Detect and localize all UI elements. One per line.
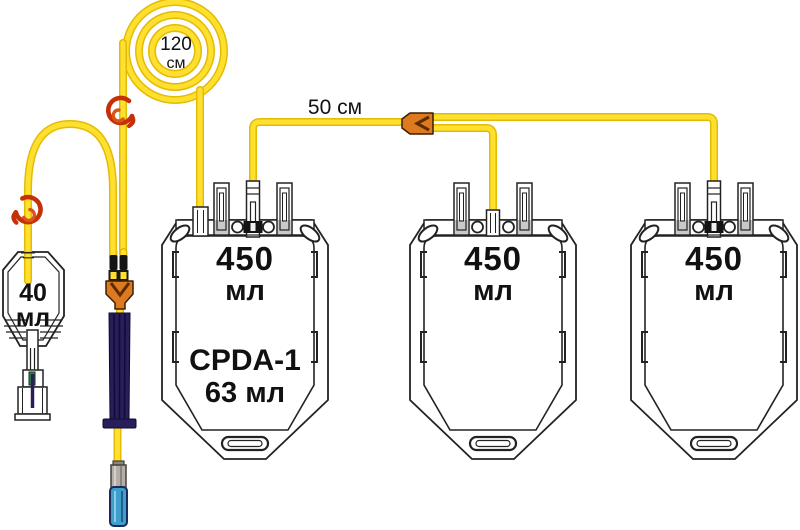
bag-volume-label: 450 — [215, 240, 275, 277]
spike-port-icon — [674, 182, 691, 236]
line-clamp-mark — [108, 255, 129, 281]
coil-length-unit: см — [166, 55, 186, 72]
bag-volume-label: 450 — [684, 240, 744, 277]
coil-tube-120cm — [122, 0, 228, 104]
sample-line-arch — [21, 120, 117, 285]
bag-volume-unit: мл — [473, 275, 513, 307]
donor-needle-hub — [110, 460, 127, 489]
primary-bag — [160, 180, 330, 461]
bag-volume-label: 450 — [463, 240, 523, 277]
inline-y-connector-icon — [401, 112, 434, 135]
bag-volume-unit: мл — [694, 275, 734, 307]
vacutainer-holder — [14, 329, 51, 421]
bag-additive-volume: 63 мл — [204, 377, 286, 409]
sample-pouch-volume-unit: мл — [15, 304, 51, 332]
transfer-tube-length-label: 50 см — [307, 96, 363, 119]
needle-cap — [109, 486, 128, 527]
satellite-bag-3 — [629, 180, 799, 461]
sample-pouch — [2, 251, 65, 347]
sample-pouch-volume-value: 40 — [19, 279, 47, 307]
satellite-bag-2 — [408, 182, 578, 461]
y-connector-icon — [105, 280, 134, 310]
spike-port-icon — [276, 182, 293, 236]
tube-clamp-icon — [11, 194, 43, 225]
donor-tube-port — [192, 206, 209, 237]
breakaway-valve-icon — [242, 180, 264, 238]
spike-port-icon — [516, 182, 533, 236]
transfer-line-50cm — [249, 113, 718, 216]
spike-port-icon — [453, 182, 470, 236]
coil-length-value: 120 — [160, 34, 192, 55]
spike-port-icon — [213, 182, 230, 236]
outlet-port — [485, 209, 501, 237]
needle-guard-sleeve — [102, 312, 137, 429]
breakaway-valve-icon — [703, 180, 725, 238]
bag-additive-label: CPDA-1 — [189, 344, 301, 377]
bag-volume-unit: мл — [225, 275, 265, 307]
pouch-seal-lines — [4, 319, 63, 339]
spike-port-icon — [737, 182, 754, 236]
tube-clamp-icon — [106, 95, 136, 129]
